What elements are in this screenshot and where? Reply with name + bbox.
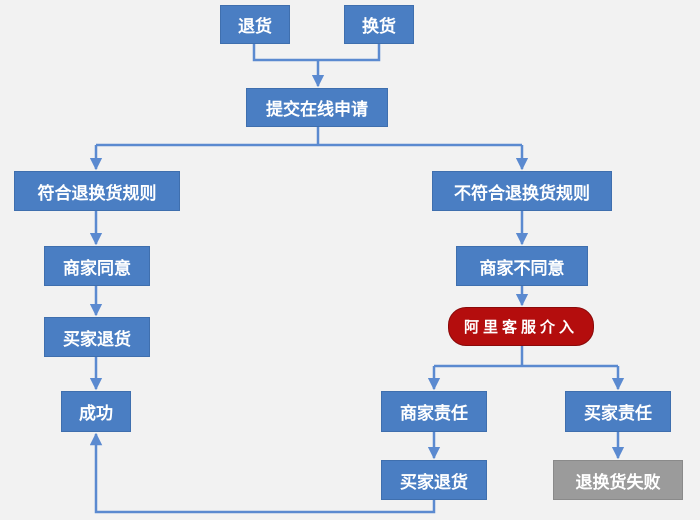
node-buyer-liable: 买家责任 — [565, 391, 671, 432]
node-merchant-agree: 商家同意 — [44, 246, 150, 286]
node-return: 退货 — [220, 5, 290, 44]
node-exchange: 换货 — [344, 5, 414, 44]
node-submit-application: 提交在线申请 — [246, 88, 388, 127]
node-merchant-disagree: 商家不同意 — [456, 246, 588, 286]
node-meets-rules: 符合退换货规则 — [14, 171, 180, 211]
node-merchant-liable: 商家责任 — [381, 391, 487, 432]
node-buyer-return-right: 买家退货 — [381, 460, 487, 500]
arrow-back-to-success — [89, 432, 436, 514]
node-ali-customer-service: 阿里客服介入 — [448, 307, 594, 346]
node-buyer-return-left: 买家退货 — [44, 317, 150, 357]
connector-ali-split — [434, 346, 618, 368]
node-success: 成功 — [61, 391, 131, 432]
connector-exchange-to-submit — [318, 44, 381, 62]
node-not-meets-rules: 不符合退换货规则 — [432, 171, 612, 211]
connector-submit-split — [96, 127, 522, 147]
connector-return-to-submit — [252, 44, 318, 62]
node-return-failed: 退换货失败 — [553, 460, 683, 500]
